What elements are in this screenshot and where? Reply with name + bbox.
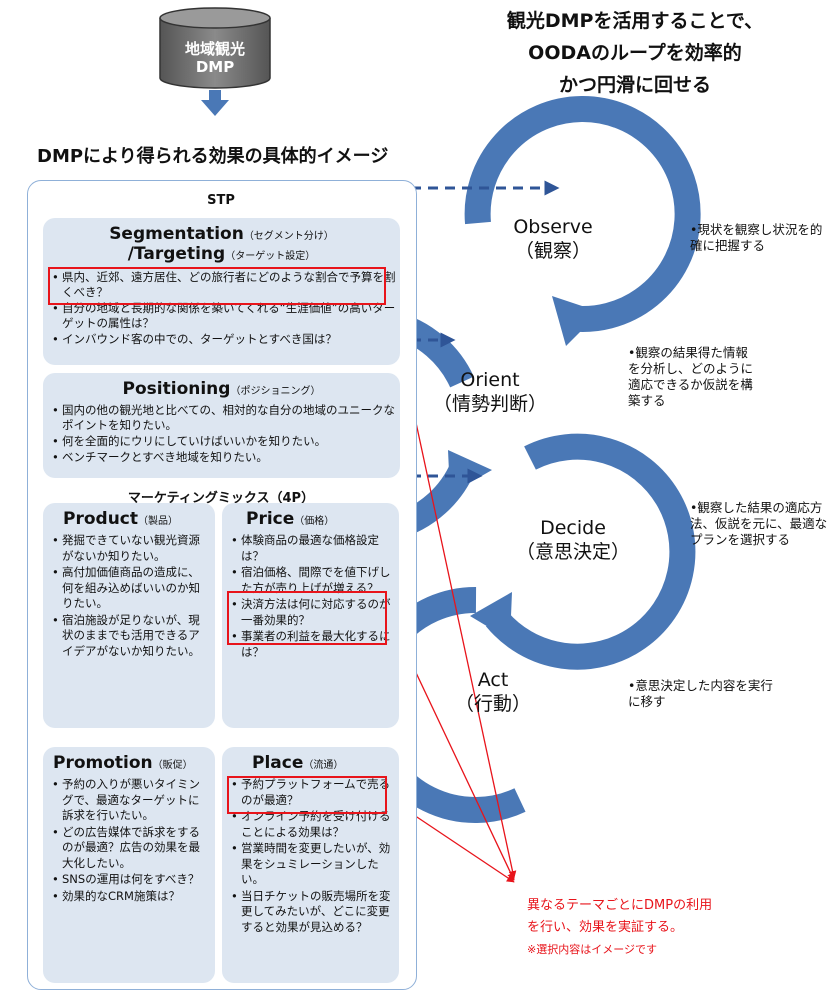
product-title-text: Product [63,509,138,529]
list-item: インバウンド客の中での、ターゲットとすべき国は？ [51,332,396,347]
list-item: 高付加価値商品の造成に、何を組み込めばいいのか知りたい。 [51,565,209,612]
list-item: 自分の地域と長期的な関係を築いてくれる“生涯価値”の高いターゲットの属性は？ [51,301,396,331]
list-item: 何を全面的にウリにしていけばいいかを知りたい。 [51,434,396,449]
act-stage-label: Act （行動） [428,668,558,716]
place-title-paren: （流通） [303,760,344,771]
list-item: 予約プラットフォームで売るのが最適？ [230,777,393,808]
list-item: 予約の入りが悪いタイミングで、最適なターゲットに訴求を行いたい。 [51,777,209,824]
promotion-title-text: Promotion [53,753,153,773]
positioning-title-text: Positioning [122,379,231,399]
orient-ja: （情勢判断） [432,393,547,415]
list-item: どの広告媒体で訴求をするのが最適？広告の効果を最大化したい。 [51,825,209,872]
headline: 観光DMPを活用することで、 OODAのループを効率的 かつ円滑に回せる [440,5,830,101]
list-item: 体験商品の最適な価格設定は？ [230,533,393,564]
list-item: 当日チケットの販売場所を変更してみたいが、どこに変更すると効果が見込める？ [230,889,393,936]
product-card: Product（製品） 発掘できていない観光資源がないか知りたい。 高付加価値商… [43,503,215,728]
list-item: 効果的なCRM施策は？ [51,889,209,905]
act-en: Act [477,669,509,691]
positioning-card: Positioning（ポジショニング） 国内の他の観光地と比べての、相対的な自… [43,373,400,478]
decide-arrowhead-icon [470,592,512,640]
database-cylinder-icon [159,7,271,89]
observe-arc [464,96,701,332]
orient-stage-label: Orient （情勢判断） [425,368,555,416]
decide-note: •観察した結果の適応方法、仮説を元に、最適なプランを選択する [690,500,828,547]
stp-label: STP [207,193,235,208]
observe-stage-label: Observe （観察） [488,215,618,263]
headline-line3: かつ円滑に回せる [558,74,711,96]
place-title-text: Place [252,753,304,773]
segmentation-card: Segmentation（セグメント分け） /Targeting（ターゲット設定… [43,218,400,365]
list-item: 事業者の利益を最大化するには？ [230,629,393,660]
product-title-paren: （製品） [138,516,178,527]
observe-en: Observe [513,216,593,238]
promotion-title: Promotion（販促） [53,753,193,773]
targeting-title-text: /Targeting [127,244,226,264]
price-title: Price（価格） [246,509,334,529]
list-item: 県内、近郊、遠方居住、どの旅行者にどのような割合で予算を割くべき？ [51,270,396,300]
price-card: Price（価格） 体験商品の最適な価格設定は？ 宿泊価格、間際でを値下げした方… [222,503,399,728]
segmentation-highlight-box [48,267,386,305]
list-item: 宿泊施設が足りないが、現状のままでも活用できるアイデアがないか知りたい。 [51,613,209,660]
observe-arrowhead-icon [552,296,600,346]
promotion-title-paren: （販促） [152,760,193,771]
positioning-title: Positioning（ポジショニング） [43,379,400,399]
marketing-mix-label: マーケティングミックス（4P） [127,491,315,506]
list-item: 営業時間を変更したいが、効果をシュミレーションしたい。 [230,841,393,888]
conclusion-line1: 異なるテーマごとにDMPの利用 [527,898,713,913]
orient-arrowhead-icon [448,450,492,494]
targeting-title-paren: （ターゲット設定） [225,251,316,262]
list-item: 決済方法は何に対応するのが一番効果的？ [230,597,393,628]
decide-arc [485,433,696,670]
list-item: 国内の他の観光地と比べての、相対的な自分の地域のユニークなポイントを知りたい。 [51,403,396,433]
down-arrow-icon [201,90,229,116]
positioning-bullets: 国内の他の観光地と比べての、相対的な自分の地域のユニークなポイントを知りたい。 … [51,403,396,466]
headline-line1: 観光DMPを活用することで、 [506,10,764,32]
product-bullets: 発掘できていない観光資源がないか知りたい。 高付加価値商品の造成に、何を組み込め… [51,533,209,660]
targeting-title: /Targeting（ターゲット設定） [43,244,400,264]
place-highlight-box [227,776,387,814]
segmentation-title-paren: （セグメント分け） [243,231,334,242]
observe-note: •現状を観察し状況を的確に把握する [690,222,823,253]
place-card: Place（流通） 予約プラットフォームで売るのが最適？ オンライン予約を受け付… [222,747,399,983]
database-label-line2: DMP [195,58,235,76]
segmentation-title: Segmentation（セグメント分け） [43,224,400,244]
place-title: Place（流通） [252,753,343,773]
list-item: ベンチマークとすべき地域を知りたい。 [51,450,396,465]
conclusion-line3: ※選択内容はイメージです [527,943,657,956]
segmentation-title-text: Segmentation [109,224,244,244]
orient-en: Orient [460,369,520,391]
product-title: Product（製品） [63,509,178,529]
observe-ja: （観察） [514,240,591,262]
positioning-title-paren: （ポジショニング） [230,386,321,397]
decide-stage-label: Decide （意思決定） [508,516,638,564]
list-item: 発掘できていない観光資源がないか知りたい。 [51,533,209,564]
conclusion-line2: を行い、効果を実証する。 [527,920,684,935]
promotion-bullets: 予約の入りが悪いタイミングで、最適なターゲットに訴求を行いたい。 どの広告媒体で… [51,777,209,905]
price-highlight-box [227,591,387,645]
act-note: •意思決定した内容を実行に移す [628,678,773,709]
database-label: 地域観光 DMP [160,40,270,76]
orient-note: •観察の結果得た情報を分析し、どのように適応できるか仮説を構築する [628,345,754,408]
price-title-text: Price [246,509,295,529]
database-label-line1: 地域観光 [184,40,245,58]
decide-en: Decide [540,517,606,539]
decide-ja: （意思決定） [515,541,630,563]
promotion-card: Promotion（販促） 予約の入りが悪いタイミングで、最適なターゲットに訴求… [43,747,215,983]
page-subtitle: DMPにより得られる効果の具体的イメージ [37,146,389,167]
list-item: SNSの運用は何をすべき？ [51,872,209,888]
price-title-paren: （価格） [294,516,335,527]
place-bullets: 予約プラットフォームで売るのが最適？ オンライン予約を受け付けることによる効果は… [230,777,393,936]
act-ja: （行動） [454,693,531,715]
headline-line2: OODAのループを効率的 [528,42,742,64]
conclusion-note: 異なるテーマごとにDMPの利用 を行い、効果を実証する。 ※選択内容はイメージで… [527,895,827,961]
